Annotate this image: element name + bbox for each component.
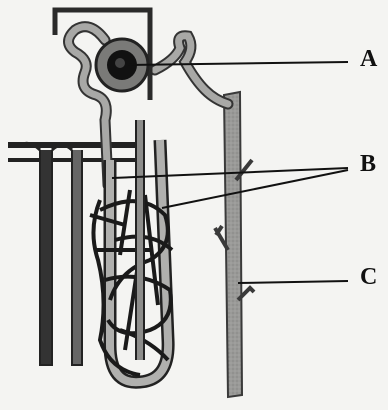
label-c: C	[360, 265, 377, 289]
label-a: A	[360, 47, 377, 71]
leader-line-c	[238, 281, 348, 283]
label-b: B	[360, 152, 376, 176]
collecting-duct	[215, 92, 254, 397]
